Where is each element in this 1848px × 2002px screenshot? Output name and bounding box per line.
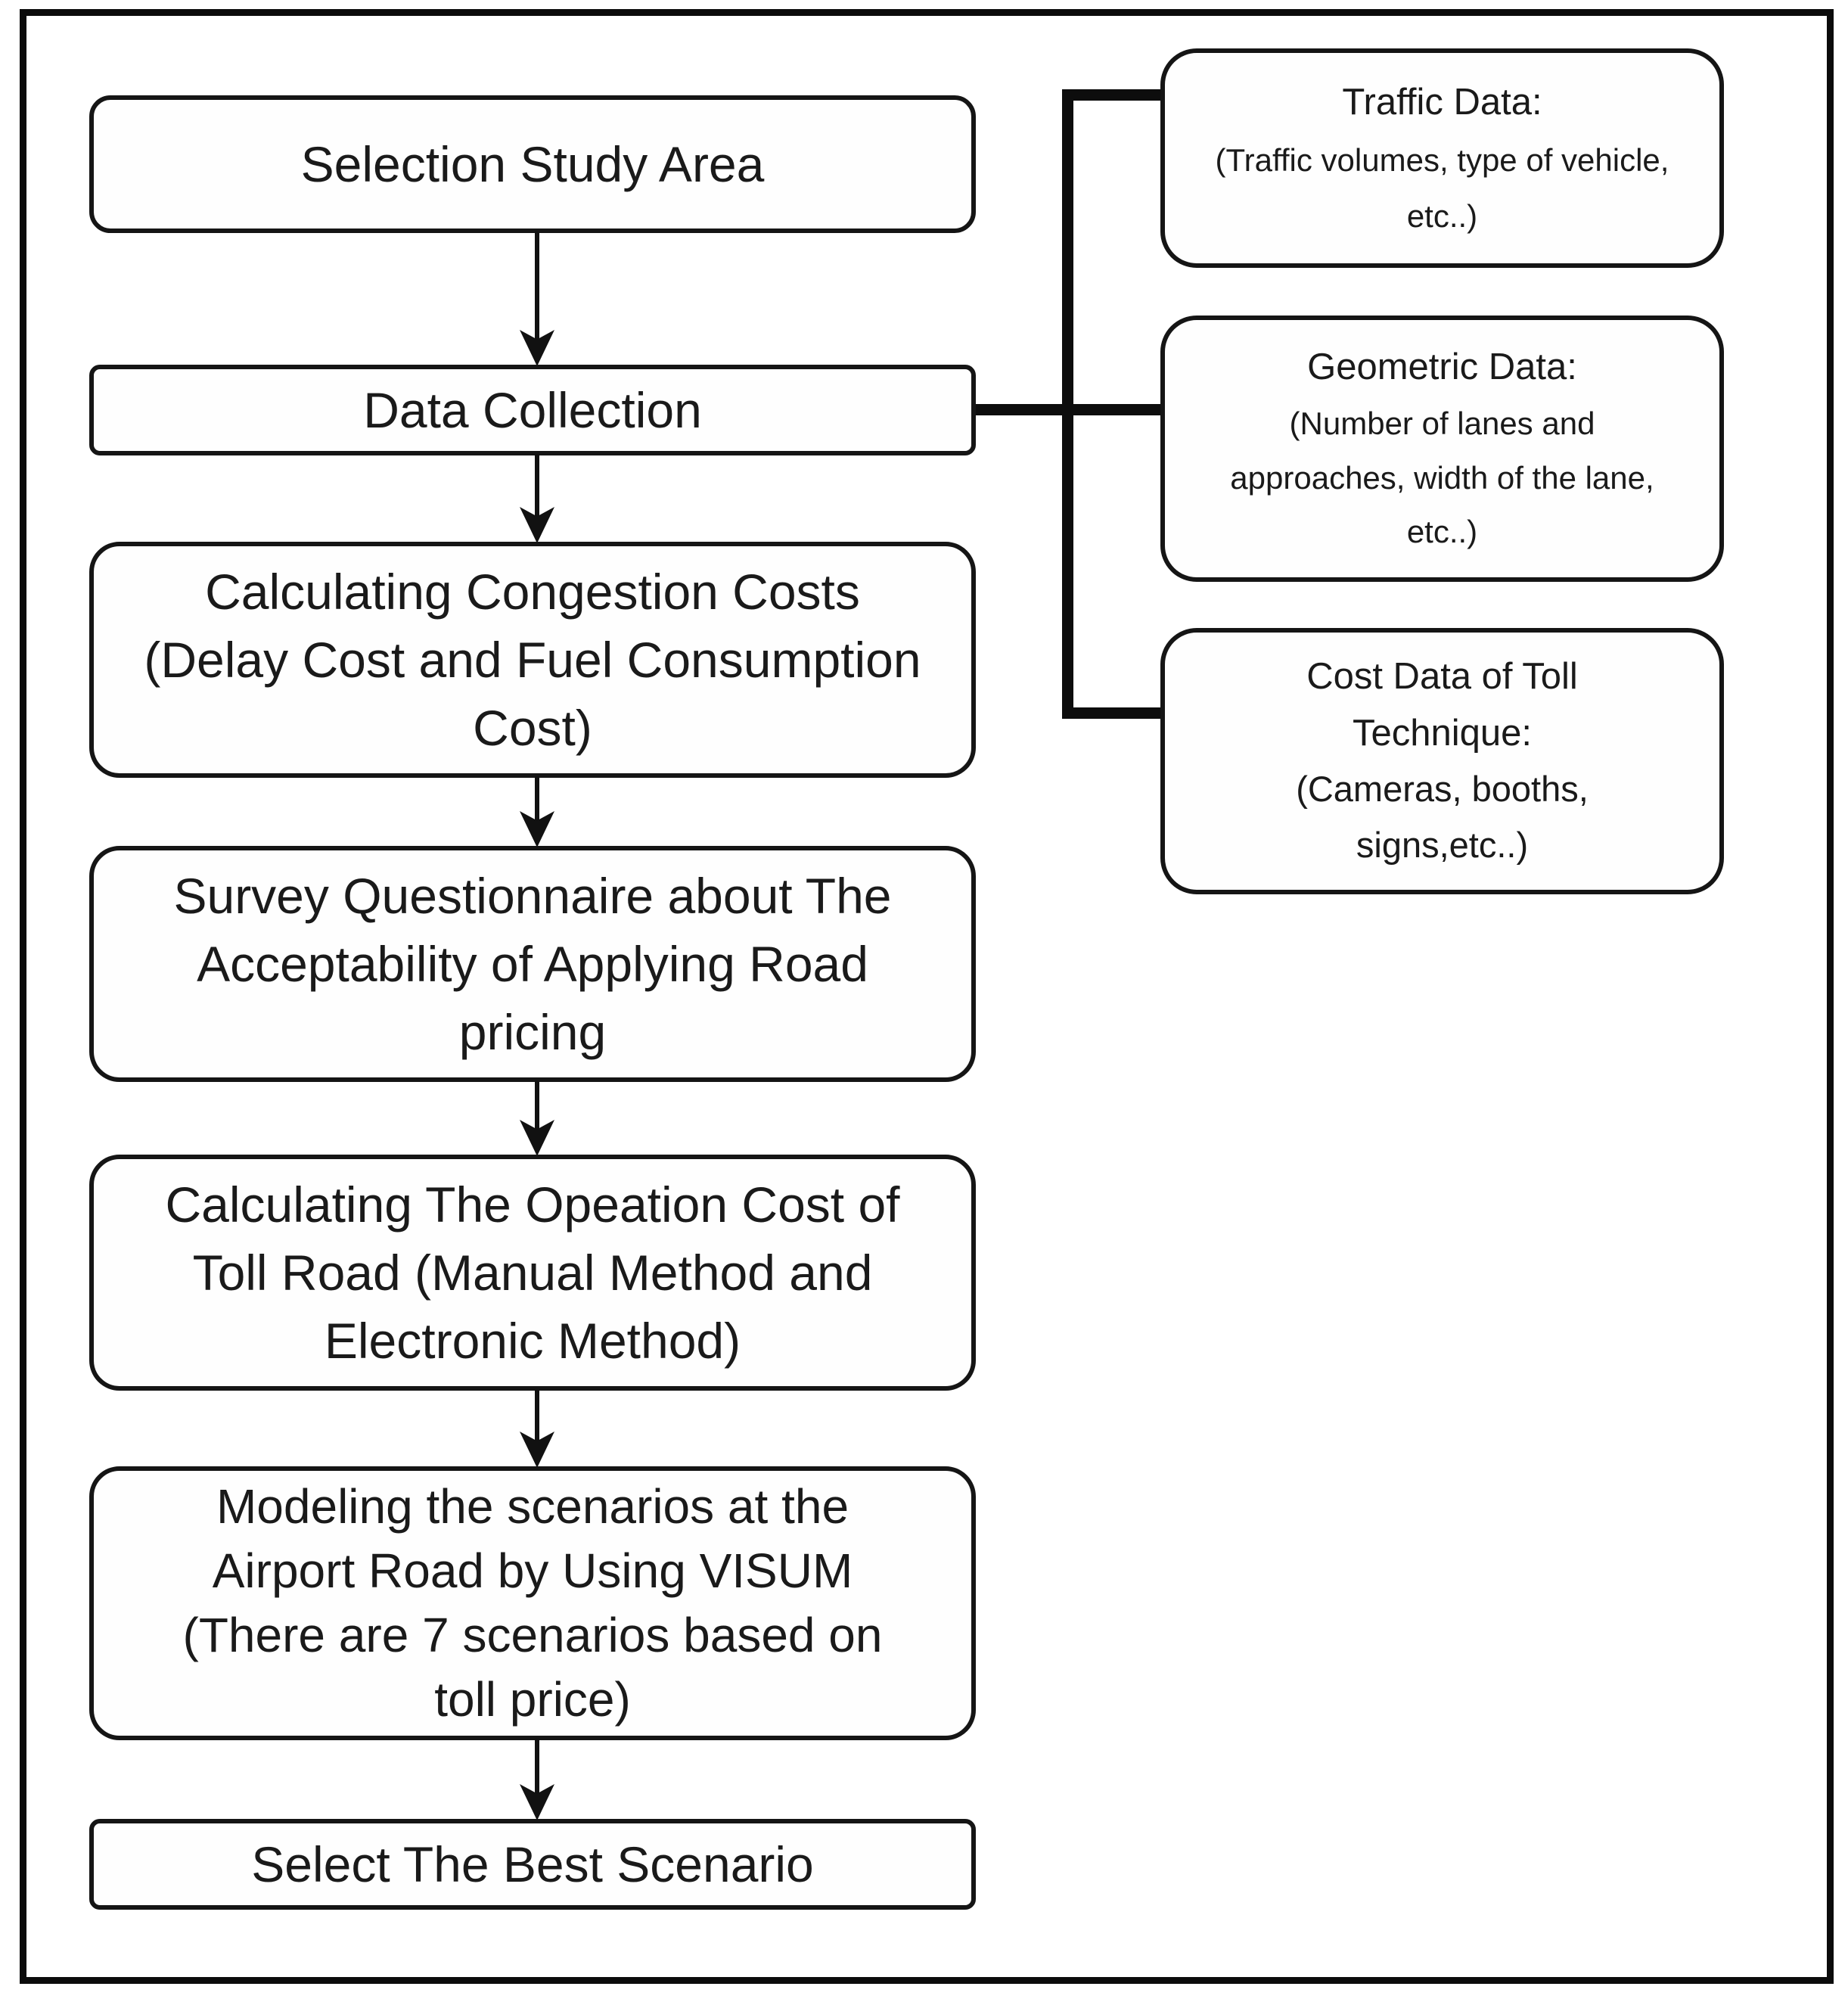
data-source-cost-data: Cost Data of Toll Technique: (Cameras, b… [1160,628,1724,894]
flow-arrow-4 [520,1080,554,1156]
data-source-detail-line: etc..) [1406,514,1478,550]
data-source-detail-line: (Traffic volumes, type of vehicle, [1215,141,1669,178]
flow-arrow-5 [520,1389,554,1468]
connector-branch-cost [1062,707,1163,719]
arrow-shaft [535,776,539,822]
flow-step-selection-study-area: Selection Study Area [89,95,976,233]
data-source-detail-line: (Number of lanes and [1289,406,1595,442]
connector-trunk [1062,89,1073,719]
flow-step-label-line: Airport Road by Using VISUM [212,1543,853,1598]
data-source-title: Geometric Data: [1307,347,1577,388]
flow-step-label-line: Modeling the scenarios at the [216,1479,849,1534]
data-source-detail-line: (Cameras, booths, [1296,768,1589,809]
flow-step-label-line: Calculating The Opeation Cost of [165,1177,900,1233]
flow-step-calculating-operation-cost: Calculating The Opeation Cost of Toll Ro… [89,1155,976,1391]
flow-step-label-line: Cost) [473,700,592,756]
flow-step-label-line: Survey Questionnaire about The [173,868,892,924]
flow-step-label-line: Toll Road (Manual Method and [192,1245,873,1301]
flow-step-label-line: Acceptability of Applying Road [197,936,868,992]
flow-step-label-line: pricing [458,1004,607,1060]
data-source-title-line: Technique: [1352,712,1532,754]
outer-border [20,9,1834,1984]
connector-branch-traffic [1062,89,1163,101]
flow-arrow-3 [520,776,554,847]
flow-step-survey-questionnaire: Survey Questionnaire about The Acceptabi… [89,846,976,1082]
arrow-shaft [535,454,539,518]
data-source-title-line: Cost Data of Toll [1306,656,1578,698]
arrow-shaft [535,1080,539,1130]
flow-step-label-line: (There are 7 scenarios based on [182,1608,883,1662]
arrow-shaft [535,1389,539,1442]
data-source-detail-line: signs,etc..) [1356,824,1529,865]
flow-step-select-best-scenario: Select The Best Scenario [89,1819,976,1910]
data-source-detail-line: approaches, width of the lane, [1230,459,1654,496]
arrow-shaft [535,232,539,340]
data-source-traffic-data: Traffic Data: (Traffic volumes, type of … [1160,48,1724,268]
flow-step-data-collection: Data Collection [89,365,976,455]
flow-step-label-line: Calculating Congestion Costs [205,564,860,620]
flow-step-label-line: Electronic Method) [324,1313,741,1369]
data-source-title: Traffic Data: [1342,81,1542,123]
arrow-shaft [535,1739,539,1795]
flow-step-calculating-congestion-costs: Calculating Congestion Costs (Delay Cost… [89,542,976,778]
flow-step-label-line: toll price) [434,1672,631,1727]
flow-step-label-line: (Delay Cost and Fuel Consumption [144,632,921,688]
flow-step-label: Select The Best Scenario [251,1836,814,1892]
flow-arrow-2 [520,454,554,543]
flow-step-label: Data Collection [363,382,702,438]
flow-step-modeling-scenarios: Modeling the scenarios at the Airport Ro… [89,1466,976,1740]
flow-step-label: Selection Study Area [300,136,765,192]
data-source-geometric-data: Geometric Data: (Number of lanes and app… [1160,316,1724,582]
data-source-detail-line: etc..) [1406,197,1478,234]
flow-arrow-1 [520,232,554,366]
flow-arrow-6 [520,1739,554,1820]
